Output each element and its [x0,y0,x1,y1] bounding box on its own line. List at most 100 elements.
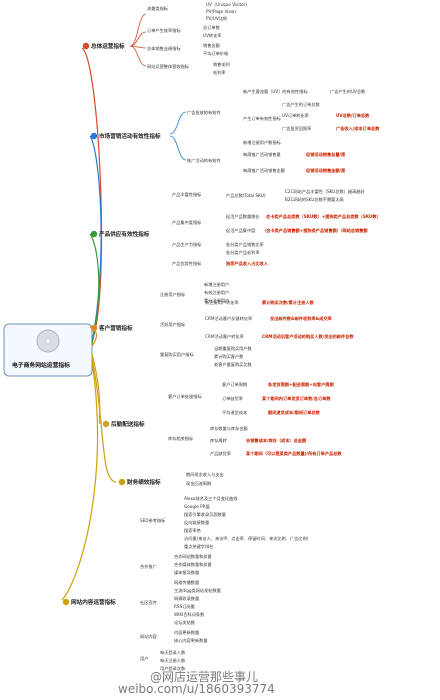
market-promo-amount-red: 促销活动销售金额/周 [305,167,345,174]
market-ads-orders-red: UV总数/订单总数 [336,112,370,119]
content-community-item: 论坛发帖数 [174,619,196,626]
customer-reg-item: 新增注册用户 [204,281,229,288]
content-seo-item: 访问量(来访人、来访IP、点击率、停留时间、来访比例、广告比例) [184,535,309,542]
market-ads-uv-item: 广告产生的UV总数 [330,88,366,95]
product-rich-sub: B2C网站的SKU总数不需要太高 [285,196,344,203]
market-ads-orders-red: 广告收入/成本订单总数 [336,125,380,132]
market-promo-orders-red: 促销活动销售总量/周 [305,151,345,158]
overall-sales-item: 平均订单价格 [203,50,229,57]
overall-orders-item: 总订单数 [203,24,221,31]
market-ads-users: 新增注册用户数指标 [243,139,281,146]
overall-profit-item: 毛利率 [213,69,226,76]
customer-repeat-item: 老客户重复购买比数 [214,361,253,368]
overall-orders-item: UV转化率 [203,32,222,39]
service-order-item: 订单缺货率 [222,395,243,402]
customer-active-item: CRM活动客户转化率 [205,333,244,340]
service-stock-red: 某个期间（可以是某类产品数量)/所有订单产品总数 [246,450,342,457]
customer-repeat: 重复购买用户指标 [160,351,194,358]
finance-item: 现金回流周期 [186,480,211,487]
overall-traffic: 流量类指标 [147,5,168,12]
content-users-item: 每天登录人数 [160,649,186,656]
content-users-item: 用户登录次数 [160,665,186,672]
branch-finance[interactable]: 财务绩效指标 期间现金收入与支出 现金回流周期 [118,471,224,487]
service-stock-red: 去销售成本/库存（成本）总金额 [246,437,307,444]
product-good: 产品优势性指标 [172,260,201,267]
market-ads-orders-item: UV订单转化率 [282,112,309,119]
branch-content[interactable]: 网站内容运营指标 SEO参考指标 Alexa排名及三个月变化曲线 Google … [62,495,309,672]
service-stock-item: 库存周转 [210,437,227,444]
service-order-red: 各发货周期+配送周期+向客户周期 [267,381,334,388]
market-promo-orders: 每周推广活动销售量 [243,151,281,158]
product-conc-item: 促活产品集中度 [226,227,256,234]
content-seo-item: 搜索引擎收录页面数量 [184,511,226,518]
content-content: 网站内容 [140,633,157,640]
service-order-item: 客户订单周期 [222,381,247,388]
content-seo-item: 重点关键字排名 [184,543,213,550]
center-node[interactable]: 电子商务网站运营指标 [3,323,93,377]
content-community-item: WIKI百科词条数 [174,611,205,618]
branch-customer-label: 客户营销指标 [98,324,133,332]
branch-product-label: 产品供应有效性指标 [99,230,150,238]
overall-traffic-item: PV(Page View) [206,9,236,14]
service-order-item: 平均退货成本 [222,409,248,416]
content-seo-item: 反向链接数量 [184,519,209,526]
product-good-red: 独家产品收入占比收入 [226,260,269,267]
product-conc-red: 会卡类产品总类数（SKU数）+搜狗类产品总类数（SKU数） [266,213,381,220]
overall-sales-item: 销售金额 [203,42,221,49]
branch-overall[interactable]: 总体运营指标 流量类指标 UV（Unique Visitor） PV(Page … [82,2,250,76]
branch-customer[interactable]: 客户营销指标 注册用户指标 新增注册用户 有效注册用户 累计注册用户 活跃用户指… [90,281,355,368]
watermark-url: weibo.com/u/1860393774 [118,682,275,696]
content-community-item: RSS订阅量 [174,603,195,610]
content-seo-item: Alexa排名及三个月变化曲线 [184,495,238,502]
branch-finance-label: 财务绩效指标 [127,478,161,486]
product-rich: 产品丰富性指标 [172,191,201,198]
content-community-item: 网摘收录数量 [174,595,199,602]
customer-reg-item: 有效注册用户 [204,289,229,296]
content-users-item: 每天注册人数 [160,657,186,664]
market-ads: 广告投放的有效性 [187,109,221,116]
content-community-item: 网络传播数量 [174,579,199,586]
service-stock-item: 产品缺货率 [210,450,231,457]
product-conc-item: 促活产品数量增长 [226,213,260,220]
product-prod-item: 各分类产品销售比率 [226,241,264,248]
branch-market[interactable]: 市场营销活动有效性指标 广告投放的有效性 新产生客流量（UV）的有效性指标 广告… [90,88,380,174]
content-community-item: 主流digg类网站发帖数量 [174,587,221,594]
branch-market-label: 市场营销活动有效性指标 [99,132,161,140]
customer-active: 活跃用户指标 [160,321,185,328]
market-ads-orders-item: 广告产生的订单总数 [282,101,321,108]
product-conc-red: （会卡类产品销售额+搜狗类产品销售额）/网站总销售额 [262,227,368,234]
content-coop-item: 合作媒体数量和质量 [174,561,212,568]
product-rich-item: 产品总数(Total SKU) [226,192,266,199]
overall-profit-item: 销售毛利 [213,61,230,68]
customer-repeat-item: 当期重复购买用户数 [214,345,253,352]
overall-orders: 订单产生效率指标 [147,27,181,34]
customer-active-item: CRM活动客户反馈转化率 [205,315,252,322]
market-promo: 推广活动的有效性 [187,157,221,164]
center-title: 电子商务网站运营指标 [12,361,70,369]
service-stock-item: 库存数量与库存金额 [210,425,249,432]
content-community: 社区宣传 [140,599,157,606]
content-coop: 合作推广 [140,563,157,570]
service-order-red: 某个期间内订单发货订单数/总订单数 [262,395,331,402]
market-ads-uv: 新产生客流量（UV）的有效性指标 [243,88,308,95]
product-prod-item: 各分类产品毛利率 [226,249,260,256]
branch-service-label: 后勤配送指标 [111,420,145,428]
branch-content-label: 网站内容运营指标 [71,598,116,606]
branch-product[interactable]: 产品供应有效性指标 产品丰富性指标 产品总数(Total SKU) C2C网站产… [90,188,381,267]
customer-active-red: CRM活动后客户活动的购买人数/发出的邮件总数 [262,333,354,340]
branch-service[interactable]: 后勤配送指标 客户订单处理指标 客户订单周期 各发货周期+配送周期+向客户周期 … [102,381,343,457]
customer-active-item: 新注册用户转化率 [205,299,239,306]
service-order: 客户订单处理指标 [168,393,202,400]
market-ads-orders-item: 广告投资回报率 [282,125,311,132]
overall-sales: 总体销售业绩指标 [147,45,181,52]
finance-item: 期间现金收入与支出 [186,471,224,478]
product-rich-sub: C2C网站产品丰富性（SKU总数）越高越好 [285,188,365,195]
branch-overall-label: 总体运营指标 [91,42,125,50]
overall-profit: 网站运营整体营收指标 [147,63,189,70]
content-seo-item: Google PR值 [184,503,210,510]
content-seo-item: 搜索率绝 [184,527,201,534]
product-conc: 产品集中度指标 [172,219,201,226]
customer-active-red: 发出邮件数&邮件收到率&成交率 [270,315,333,322]
customer-reg-item: 累计注册用户 [204,297,229,304]
content-content-item: 核心内容更新数量 [174,637,208,644]
